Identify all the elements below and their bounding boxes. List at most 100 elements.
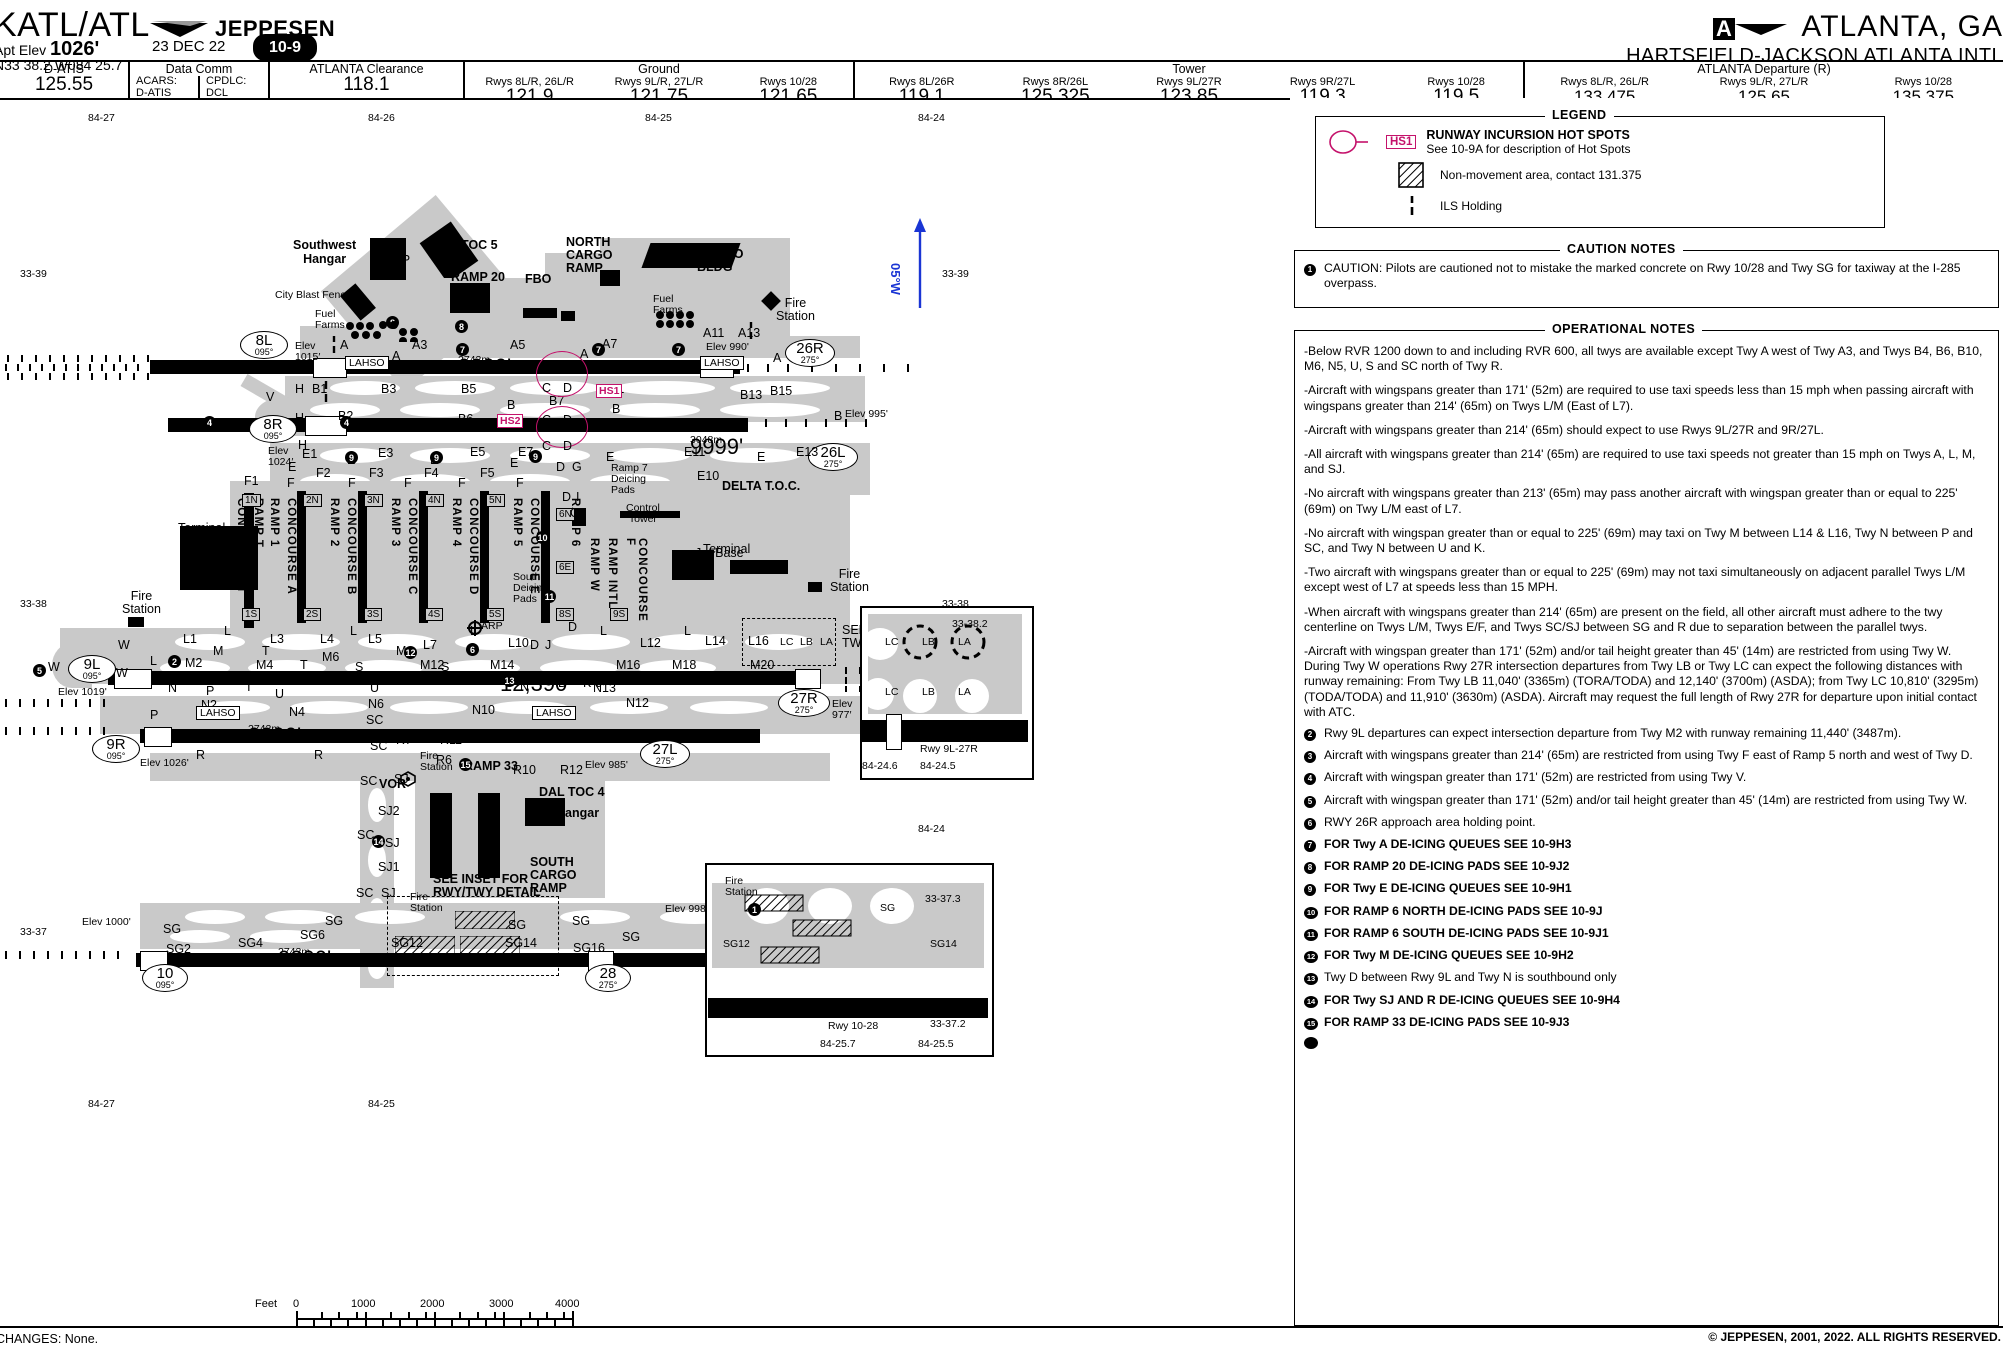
map-note-6[interactable]: 6 bbox=[466, 643, 479, 656]
twy-label-P-2: P bbox=[150, 708, 159, 722]
twy-label-V-2: V bbox=[222, 418, 231, 432]
concourse-t-label: CONCOURSE T bbox=[235, 498, 247, 594]
apron-gap bbox=[650, 634, 728, 650]
twy-label-SC-2: SC bbox=[370, 739, 388, 753]
map-note-9a[interactable]: 9 bbox=[345, 451, 358, 464]
cpdlc-label: CPDLC: bbox=[206, 75, 247, 87]
airport-diagram-map[interactable]: 84-27 84-26 84-25 84-24 84-27 84-25 33-3… bbox=[0, 98, 1292, 1326]
runway-ident-26L[interactable]: 26L 275° bbox=[808, 443, 858, 471]
rwy-number: 9L bbox=[83, 656, 101, 673]
twy-label-R10: R10 bbox=[513, 763, 536, 777]
runway-9L-27R-bar[interactable] bbox=[108, 671, 808, 685]
fire-station-building-c bbox=[808, 582, 822, 592]
hotspot-line1: RUNWAY INCURSION HOT SPOTS bbox=[1426, 128, 1630, 142]
map-note-13[interactable]: 13 bbox=[503, 674, 516, 687]
ramp-t-label: RAMP T bbox=[252, 498, 264, 548]
map-note-5[interactable]: 5 bbox=[33, 664, 46, 677]
map-note-14[interactable]: 14 bbox=[372, 835, 385, 848]
nonmovement-desc: Non-movement area, contact 131.375 bbox=[1440, 168, 1642, 182]
grid-label-lat: 33-37 bbox=[20, 926, 47, 938]
twy-label-SC-3: SC bbox=[357, 828, 375, 842]
operational-title: OPERATIONAL NOTES bbox=[1545, 322, 1703, 336]
magvar-label: 05°W bbox=[888, 263, 903, 295]
map-note-7b[interactable]: 7 bbox=[592, 343, 605, 356]
rwy-length-feet: 9000' bbox=[278, 946, 332, 971]
delta-toc-apron bbox=[612, 481, 792, 511]
map-note-4b[interactable]: 4 bbox=[203, 416, 216, 429]
runway-ident-26R[interactable]: 26R 275° bbox=[785, 339, 835, 367]
rwy-bearing: 095° bbox=[106, 751, 126, 761]
ramp-4-label: RAMP 4 bbox=[450, 498, 462, 548]
op-item-number bbox=[1304, 1036, 1324, 1053]
legend-row-nonmovement: Non-movement area, contact 131.375 bbox=[1328, 161, 1873, 189]
twy-label-M-w: M bbox=[213, 644, 224, 658]
map-note-12[interactable]: 12 bbox=[404, 646, 417, 659]
map-note-15[interactable]: 15 bbox=[459, 758, 472, 771]
twy-label-D-3: D bbox=[563, 413, 573, 427]
rwy-bearing: 275° bbox=[598, 980, 618, 990]
runway-ident-9L[interactable]: 9L 095° bbox=[68, 655, 116, 683]
runway-ident-8R[interactable]: 8R 095° bbox=[249, 415, 297, 443]
inset2-note-1[interactable]: 1 bbox=[748, 903, 761, 916]
twy-label-H-2: H bbox=[295, 411, 305, 425]
inset-label-LC-bot: LC bbox=[885, 686, 899, 698]
map-note-2[interactable]: 2 bbox=[168, 655, 181, 668]
apron-gap bbox=[265, 910, 335, 924]
op-item-number: 2 bbox=[1304, 726, 1324, 742]
twy-label-SJ2: SJ2 bbox=[378, 804, 400, 818]
rwy-bearing: 095° bbox=[263, 431, 283, 441]
twy-label-C-1: C bbox=[542, 358, 552, 372]
runway-ident-27R[interactable]: 27R 275° bbox=[778, 689, 830, 717]
twy-label-E-m4: E bbox=[606, 450, 615, 464]
map-note-7a[interactable]: 7 bbox=[456, 343, 469, 356]
twy-label-J-1: J bbox=[545, 638, 552, 652]
caution-item-number: 1 bbox=[1304, 261, 1324, 291]
twy-label-A-east: A bbox=[773, 351, 782, 365]
runway-ident-27L[interactable]: 27L 275° bbox=[640, 740, 690, 768]
twy-label-E3: E3 bbox=[378, 446, 394, 460]
map-note-11[interactable]: 11 bbox=[543, 590, 556, 603]
map-note-8[interactable]: 8 bbox=[455, 320, 468, 333]
grid-label-lon: 84-25 bbox=[645, 112, 672, 124]
delta-toc5-label: Delta TOC 5 bbox=[427, 238, 498, 252]
ils-holding-icon-2 bbox=[749, 322, 753, 339]
runway-ident-10[interactable]: 10 095° bbox=[142, 964, 188, 992]
gate-2N: 2N bbox=[303, 494, 322, 507]
map-note-9b[interactable]: 9 bbox=[430, 451, 443, 464]
twy-label-U-2: U bbox=[370, 681, 380, 695]
rwy-number: 28 bbox=[599, 965, 617, 982]
chart-index-number: 10-9 bbox=[253, 34, 317, 61]
hotspot-hs2[interactable]: HS2 bbox=[497, 414, 524, 428]
jeppesen-swoosh-icon-2 bbox=[1735, 24, 1787, 35]
runway-ident-28[interactable]: 28 275° bbox=[585, 964, 631, 992]
twy-label-B4: B4 bbox=[396, 418, 412, 432]
map-note-4[interactable]: 4 bbox=[340, 416, 353, 429]
ramp-5-label: RAMP 5 bbox=[511, 498, 523, 548]
inset2-label-SG12: SG12 bbox=[723, 938, 750, 950]
legend-row-ils: ILS Holding bbox=[1328, 194, 1873, 218]
operational-bullets: -Below RVR 1200 down to and including RV… bbox=[1304, 344, 1990, 1060]
ils-holding-desc: ILS Holding bbox=[1440, 199, 1503, 213]
op-item-text: Rwy 9L departures can expect intersectio… bbox=[1324, 726, 1902, 741]
runway-9R-27L-bar[interactable] bbox=[140, 729, 760, 743]
map-note-9c[interactable]: 9 bbox=[529, 450, 542, 463]
runway-10-28-bar[interactable] bbox=[136, 953, 816, 967]
freq-group-datacomm: Data Comm ACARS: D-ATIS PDC, TWIP CPDLC:… bbox=[130, 62, 270, 111]
op-item-number: 6 bbox=[1304, 815, 1324, 830]
runway-ident-8L[interactable]: 8L 095° bbox=[240, 331, 288, 359]
apron-gap bbox=[615, 381, 715, 395]
apron-gap bbox=[690, 701, 768, 714]
map-note-10[interactable]: 10 bbox=[536, 531, 549, 544]
hotspot-hs1[interactable]: HS1 bbox=[596, 384, 623, 398]
twy-label-A4: A4 bbox=[432, 358, 448, 372]
twy-label-D-l: D bbox=[530, 638, 540, 652]
twy-label-L10: L10 bbox=[508, 636, 529, 650]
map-note-7c[interactable]: 7 bbox=[672, 343, 685, 356]
runway-ident-9R[interactable]: 9R 095° bbox=[92, 735, 140, 763]
acars-datis: D-ATIS bbox=[136, 86, 172, 99]
runway-8L-26R-bar[interactable] bbox=[150, 360, 740, 374]
op-item-text: Aircraft with wingspan greater than 171'… bbox=[1324, 770, 1747, 785]
apron-gap bbox=[720, 403, 820, 417]
elev-28: Elev 998' bbox=[665, 903, 708, 915]
